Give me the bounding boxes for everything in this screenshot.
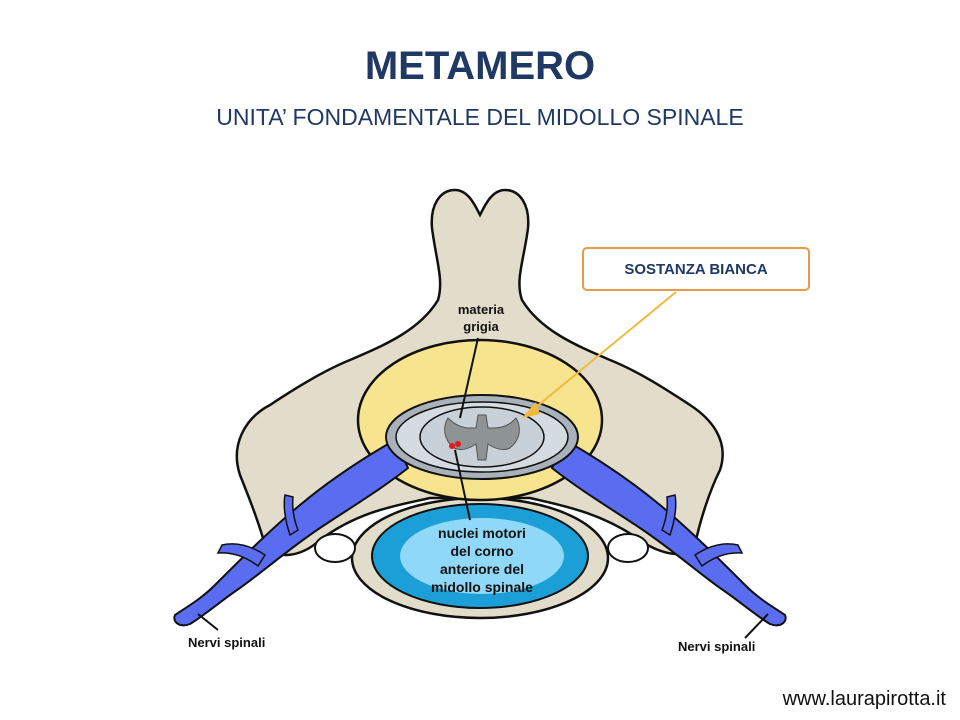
callout-sostanza-bianca: SOSTANZA BIANCA <box>582 247 810 291</box>
label-nuclei-2: del corno <box>450 543 513 559</box>
pointer-materia-grigia <box>459 337 479 419</box>
pointer-nuclei <box>454 449 471 521</box>
slide-title: METAMERO <box>364 44 596 88</box>
pointer-nerve-right <box>744 613 769 639</box>
grey-matter <box>444 414 520 461</box>
label-nuclei-3: anteriore del <box>440 561 524 577</box>
label-materia: materia <box>458 302 505 317</box>
label-nerve-right: Nervi spinali <box>678 639 755 654</box>
label-nuclei-4: midollo spinale <box>431 579 533 595</box>
spinal-nerve-right-branch-2 <box>661 494 677 537</box>
spinal-nerve-right-branch <box>693 543 744 568</box>
label-grigia: grigia <box>463 319 499 334</box>
motor-nucleus-dot-1 <box>449 443 455 449</box>
transverse-foramen-left <box>314 533 356 563</box>
motor-nucleus-dot-2 <box>455 441 461 447</box>
slide-subtitle: UNITA’ FONDAMENTALE DEL MIDOLLO SPINALE <box>216 104 744 130</box>
footer-url: www.laurapirotta.it <box>782 688 946 710</box>
label-nerve-left: Nervi spinali <box>188 635 265 650</box>
callout-arrow-head <box>522 402 540 418</box>
disc-inner <box>400 518 564 594</box>
spinal-nerve-left-branch-2 <box>283 494 299 537</box>
label-nuclei-1: nuclei motori <box>438 525 526 541</box>
spinal-nerve-left-branch <box>216 543 267 568</box>
transverse-foramen-right <box>607 533 649 563</box>
callout-arrow-line <box>529 291 677 413</box>
pointer-nerve-left <box>197 613 219 631</box>
